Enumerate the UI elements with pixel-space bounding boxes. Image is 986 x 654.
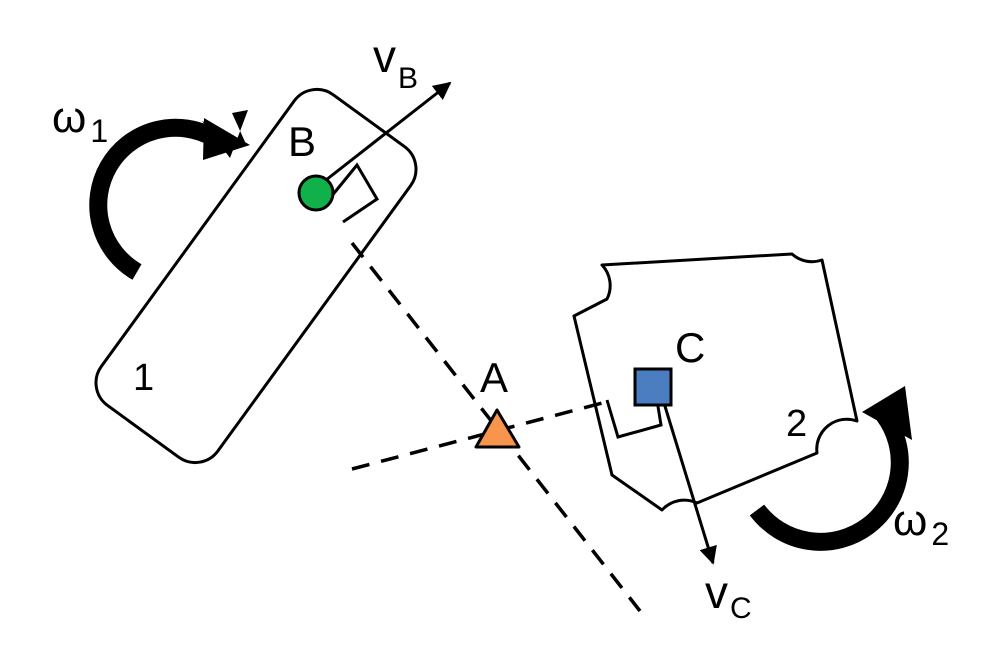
dashed-line-c-to-a bbox=[351, 400, 607, 471]
body-1 bbox=[94, 87, 418, 465]
dashed-line-b-to-a bbox=[350, 241, 642, 613]
point-b-label: B bbox=[288, 118, 316, 165]
point-a-marker bbox=[474, 408, 521, 449]
vc-label: vC bbox=[705, 566, 752, 625]
vb-label: vB bbox=[373, 30, 418, 95]
body-2-label: 2 bbox=[786, 403, 807, 445]
body-1-label: 1 bbox=[133, 357, 154, 399]
right-angle-marker-c bbox=[605, 393, 663, 439]
right-angle-marker-b bbox=[324, 162, 380, 224]
velocity-vector-c bbox=[662, 402, 717, 565]
body-2 bbox=[572, 252, 859, 512]
point-b-marker bbox=[297, 174, 335, 212]
rotation-arrow-omega2 bbox=[749, 386, 912, 551]
point-c-marker bbox=[633, 367, 673, 407]
velocity-vector-b bbox=[325, 81, 452, 182]
point-a-label: A bbox=[480, 354, 508, 401]
rotation-arrow-omega1 bbox=[89, 110, 250, 280]
point-c-label: C bbox=[675, 324, 705, 371]
body-2-outline-left bbox=[572, 315, 614, 476]
